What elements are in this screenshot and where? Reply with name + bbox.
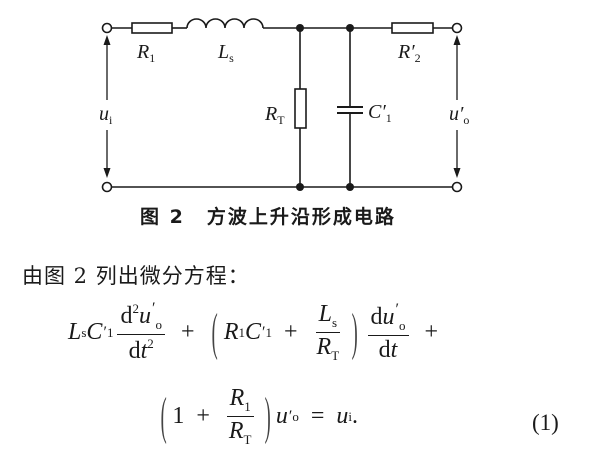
- label-main: u: [99, 103, 109, 125]
- eq-sym: R: [229, 385, 245, 411]
- eq-op: =: [310, 403, 325, 429]
- fraction-duo-dt: du′o dt: [367, 301, 409, 364]
- label-main: R′: [398, 41, 415, 63]
- inductor-ls: [186, 18, 264, 29]
- eq-paren: ): [351, 303, 358, 361]
- eq-prime: ′: [151, 300, 156, 317]
- eq-op: +: [284, 319, 298, 345]
- eq-sym: R: [316, 334, 332, 360]
- numerator: du′o: [367, 301, 409, 336]
- resistor-rt-branch: [294, 28, 307, 187]
- label-main: C′: [368, 101, 386, 123]
- eq-prime: ′: [262, 323, 266, 341]
- label-r2: R′2: [398, 42, 421, 64]
- eq-paren: (: [212, 303, 219, 361]
- eq-sub: 1: [265, 324, 273, 340]
- eq-sym: u: [382, 304, 395, 330]
- fraction-d2uo-dt2: d2u′o dt2: [117, 300, 165, 365]
- eq-sym: u: [336, 403, 349, 429]
- label-r1: R1: [137, 42, 155, 64]
- eq-period: .: [352, 403, 358, 429]
- eq-sub: o: [292, 408, 299, 424]
- eq-sym: 1: [172, 403, 185, 429]
- eq-sub: 1: [238, 324, 245, 340]
- eq-sym: u: [138, 303, 151, 329]
- label-sub: s: [229, 51, 234, 65]
- label-main: u′: [449, 103, 464, 125]
- eq-prime: ′: [395, 301, 400, 318]
- eq-sup: 2: [147, 336, 154, 351]
- eq-sub: s: [332, 315, 338, 330]
- eq-sub: i: [348, 408, 352, 424]
- label-sub: 2: [414, 51, 421, 65]
- terminals: [101, 22, 463, 193]
- voltage-arrows: [103, 35, 461, 178]
- eq-sym: C: [244, 319, 261, 345]
- label-ls: Ls: [218, 42, 234, 64]
- eq-sub: o: [399, 318, 406, 333]
- eq-sym: R: [223, 319, 239, 345]
- eq-sub: T: [331, 348, 340, 363]
- eq-sup: 2: [132, 301, 139, 316]
- denominator: dt2: [126, 335, 157, 365]
- resistor-r1: [131, 22, 173, 34]
- intro-text: 由图 2 列出微分方程：: [22, 264, 250, 288]
- eq-sym: L: [318, 301, 332, 327]
- denominator: RT: [314, 333, 343, 364]
- label-c1: C′1: [368, 102, 392, 124]
- eq-paren: ): [264, 387, 271, 445]
- eq-sub: o: [155, 317, 162, 332]
- label-sub: 1: [385, 111, 392, 125]
- eq-sym: R: [228, 418, 244, 444]
- label-sub: i: [109, 113, 113, 127]
- label-sub: T: [277, 113, 285, 127]
- resistor-r2: [391, 22, 434, 34]
- eq-sym: t: [140, 338, 148, 364]
- eq-sym: d: [128, 338, 141, 364]
- figure-caption: 图 2 方波上升沿形成电路: [140, 202, 396, 229]
- eq-paren: (: [160, 387, 167, 445]
- numerator: d2u′o: [117, 300, 165, 335]
- eq-op: +: [180, 319, 195, 345]
- label-main: L: [218, 41, 230, 63]
- capacitor-c1-branch: [337, 28, 363, 187]
- denominator: RT: [226, 417, 255, 448]
- eq-prime: ′: [103, 323, 107, 341]
- label-sub: 1: [149, 51, 156, 65]
- eq-sym: d: [120, 303, 133, 329]
- eq-sym: L: [68, 319, 82, 345]
- numerator: Ls: [315, 301, 341, 333]
- label-ui: ui: [99, 104, 112, 126]
- caption-title: 方波上升沿形成电路: [206, 206, 396, 228]
- eq-sub: 1: [244, 399, 251, 414]
- eq-sub: T: [243, 432, 252, 447]
- eq-prime: ′: [288, 407, 293, 425]
- junction-dots: [296, 24, 354, 191]
- label-main: R: [265, 103, 278, 125]
- denominator: dt: [376, 336, 401, 364]
- eq-sym: C: [86, 319, 103, 345]
- eq-op: +: [424, 319, 439, 345]
- numerator: R1: [226, 385, 254, 417]
- eq-sym: d: [378, 337, 391, 363]
- fraction-ls-rt: Ls RT: [314, 301, 343, 364]
- fraction-r1-rt: R1 RT: [226, 385, 255, 448]
- eq-sym: t: [390, 337, 398, 363]
- eq-sub: s: [81, 324, 87, 340]
- label-rt: RT: [265, 104, 285, 126]
- label-sub: o: [463, 113, 470, 127]
- equation-number: (1): [532, 410, 559, 435]
- eq-sym: u: [275, 403, 288, 429]
- label-main: R: [137, 41, 150, 63]
- eq-sub: 1: [106, 324, 114, 340]
- eq-op: +: [196, 403, 210, 429]
- label-uo: u′o: [449, 104, 469, 126]
- caption-number: 图 2: [140, 206, 185, 228]
- eq-sym: d: [370, 304, 383, 330]
